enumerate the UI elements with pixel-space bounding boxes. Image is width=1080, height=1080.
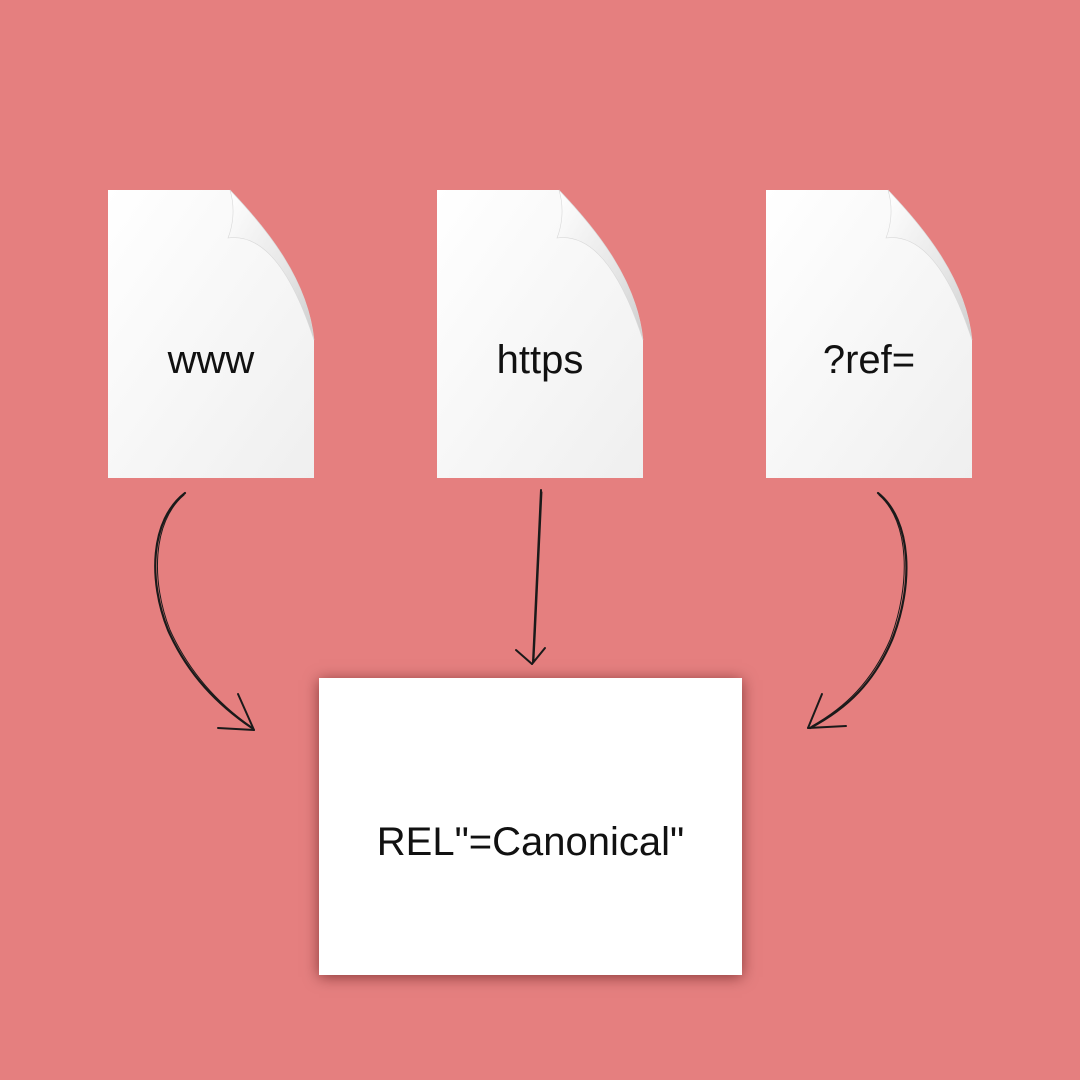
document-label: https — [496, 338, 584, 382]
canonical-card: REL"=Canonical" — [319, 678, 742, 975]
document-label: www — [167, 338, 255, 382]
document-https: https — [437, 189, 644, 478]
straight-arrow-icon — [515, 489, 546, 665]
canonical-label: REL"=Canonical" — [376, 820, 685, 864]
document-label: ?ref= — [822, 338, 916, 382]
page-curl-document-icon — [766, 189, 973, 478]
page-curl-document-icon — [108, 189, 315, 478]
document-www: www — [108, 189, 315, 478]
document-ref: ?ref= — [766, 189, 973, 478]
curved-arrow-icon — [807, 491, 908, 730]
curved-arrow-icon — [154, 491, 255, 731]
page-curl-document-icon — [437, 189, 644, 478]
